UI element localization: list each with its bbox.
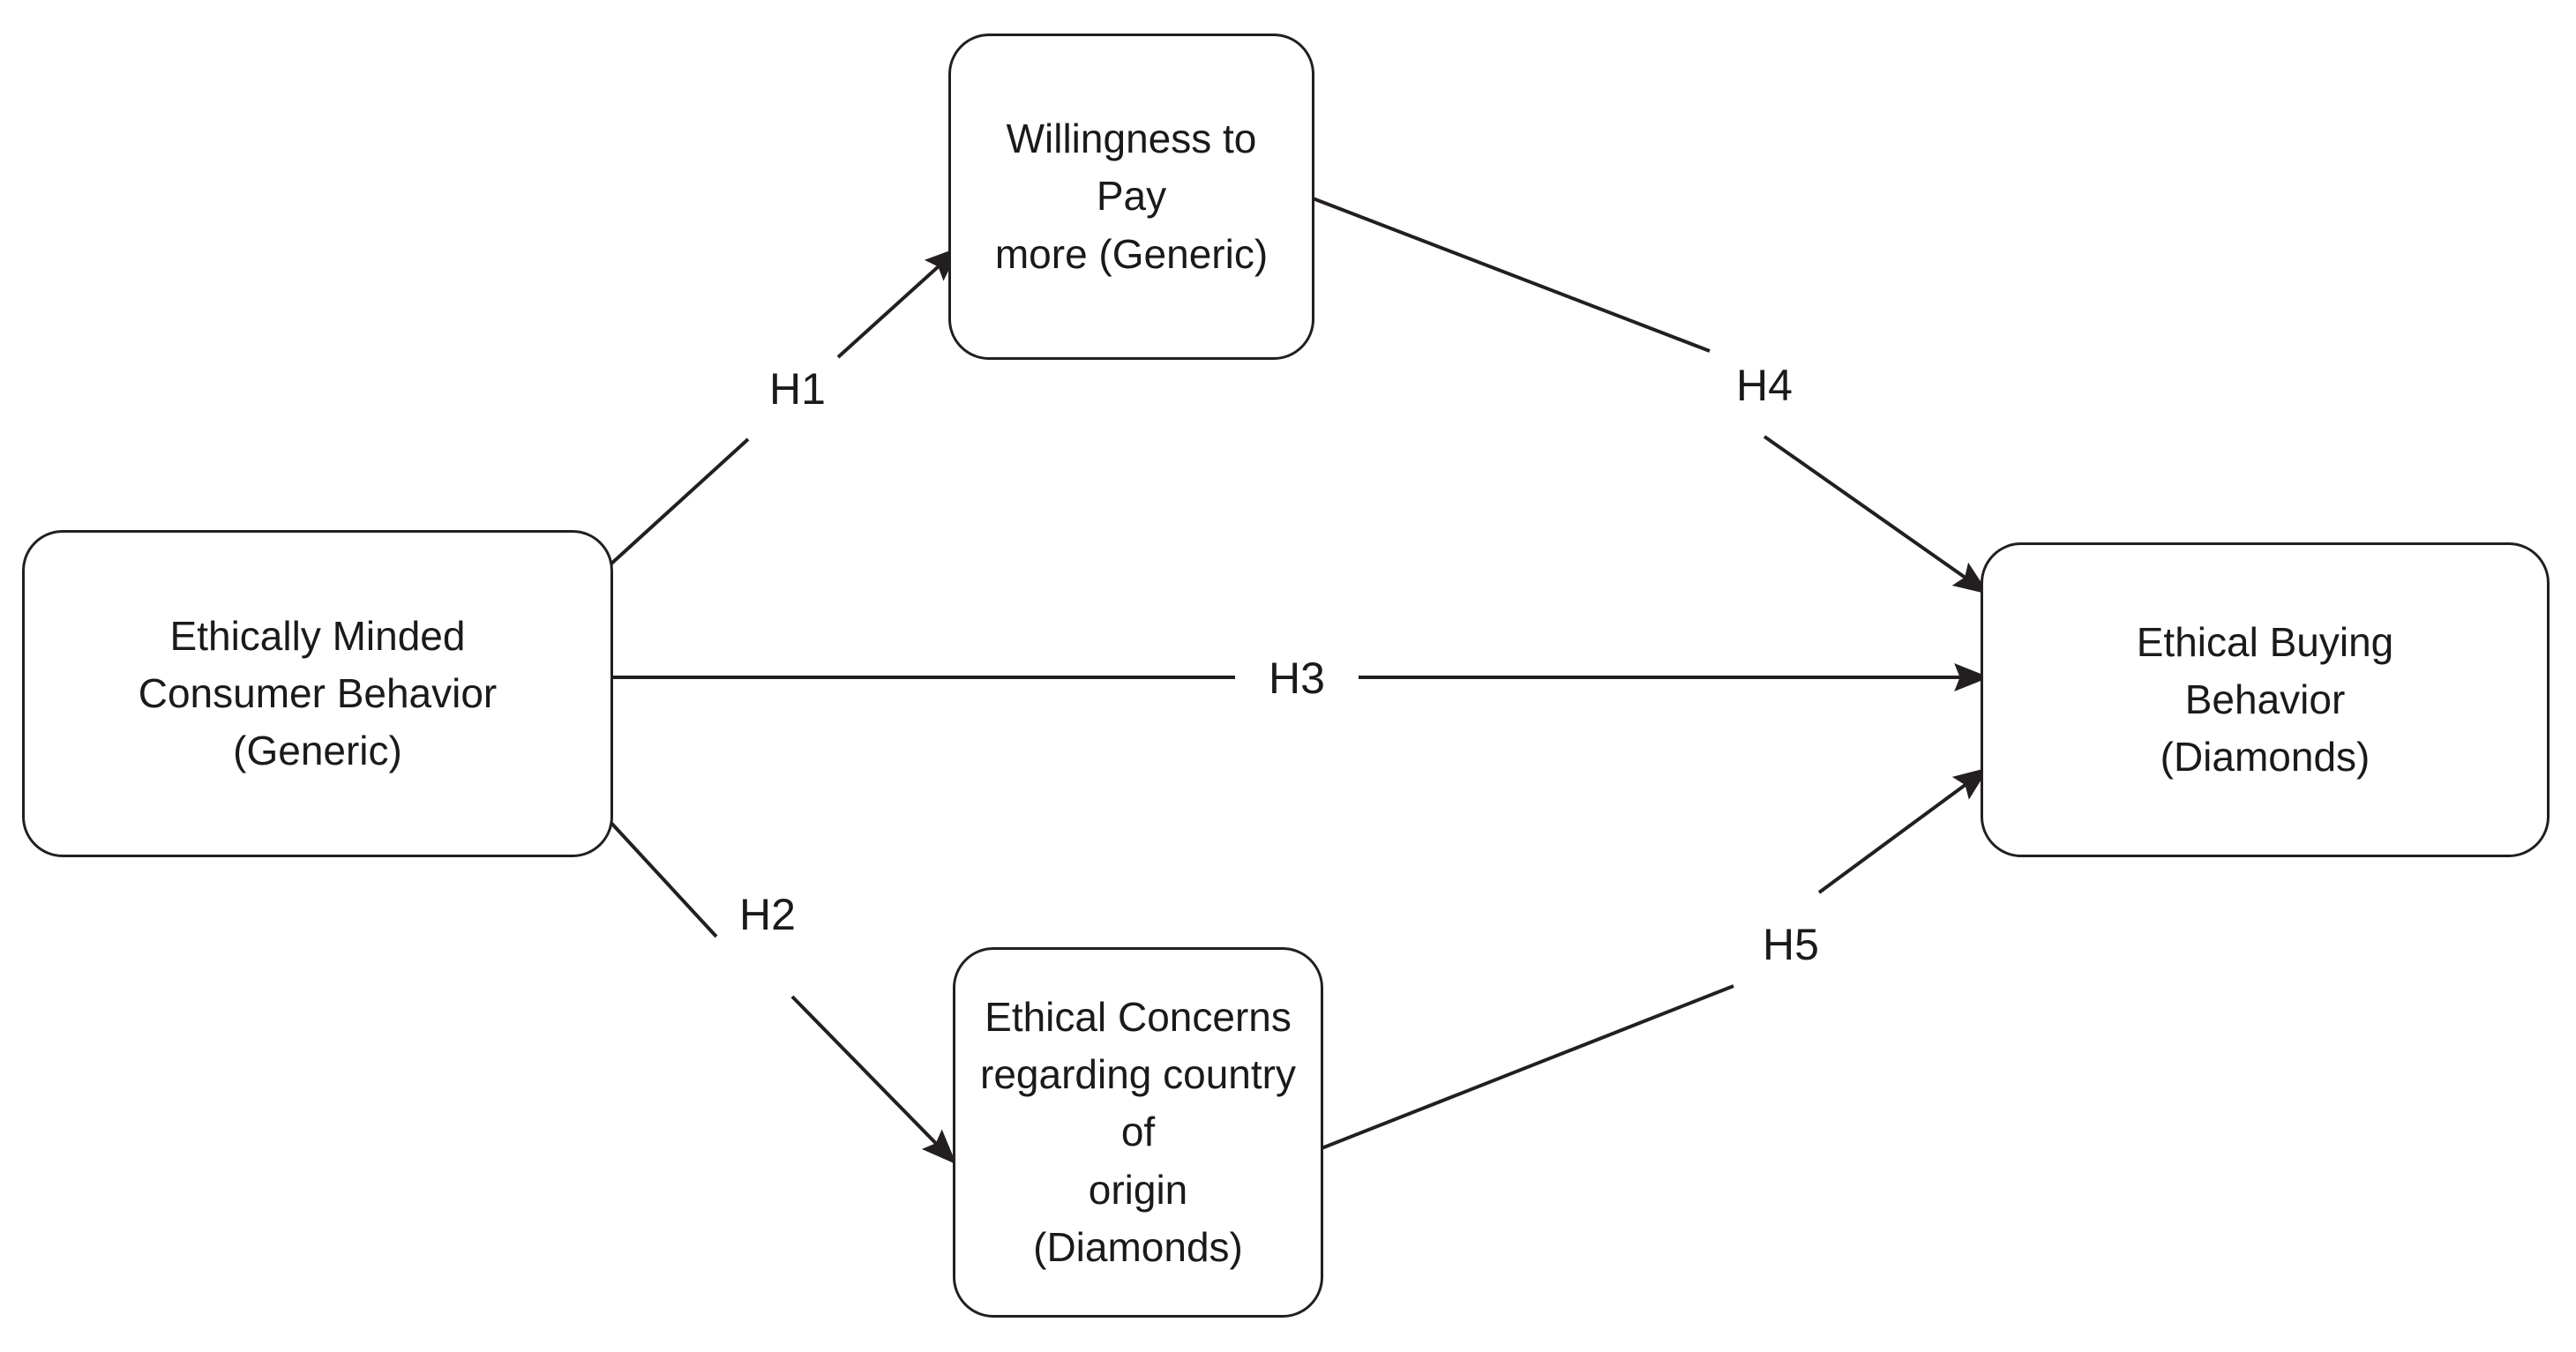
node-label-ebb: Ethical Buying Behavior (Diamonds): [2136, 618, 2394, 781]
node-label-ecco: Ethical Concerns regarding country of or…: [980, 993, 1296, 1270]
node-willingness-to-pay-more[interactable]: Willingness to Pay more (Generic): [948, 34, 1314, 360]
node-ethically-minded-consumer-behavior[interactable]: Ethically Minded Consumer Behavior (Gene…: [22, 530, 613, 857]
edge-label-h2: H2: [730, 889, 805, 940]
edge-h4-segment-upper: [1296, 190, 1711, 353]
edge-label-h5: H5: [1754, 919, 1828, 970]
edge-h4-segment-lower: [1763, 435, 1989, 594]
node-ethical-buying-behavior[interactable]: Ethical Buying Behavior (Diamonds): [1981, 542, 2550, 857]
node-label-emcb: Ethically Minded Consumer Behavior (Gene…: [138, 612, 498, 774]
edge-h1-segment-lower: [609, 437, 750, 566]
edge-label-h1: H1: [760, 363, 835, 415]
node-label-wtp: Willingness to Pay more (Generic): [994, 116, 1269, 277]
edge-label-h3: H3: [1260, 653, 1334, 704]
node-ethical-concerns-country-of-origin[interactable]: Ethical Concerns regarding country of or…: [953, 947, 1323, 1318]
edge-h5-segment-upper: [1817, 767, 1989, 894]
edge-h5-segment-lower: [1321, 984, 1734, 1150]
edge-h2-segment-lower: [790, 995, 957, 1165]
edge-h2-segment-upper: [607, 818, 718, 938]
edge-label-h4: H4: [1727, 360, 1801, 411]
edge-h1-segment-upper: [836, 246, 961, 359]
